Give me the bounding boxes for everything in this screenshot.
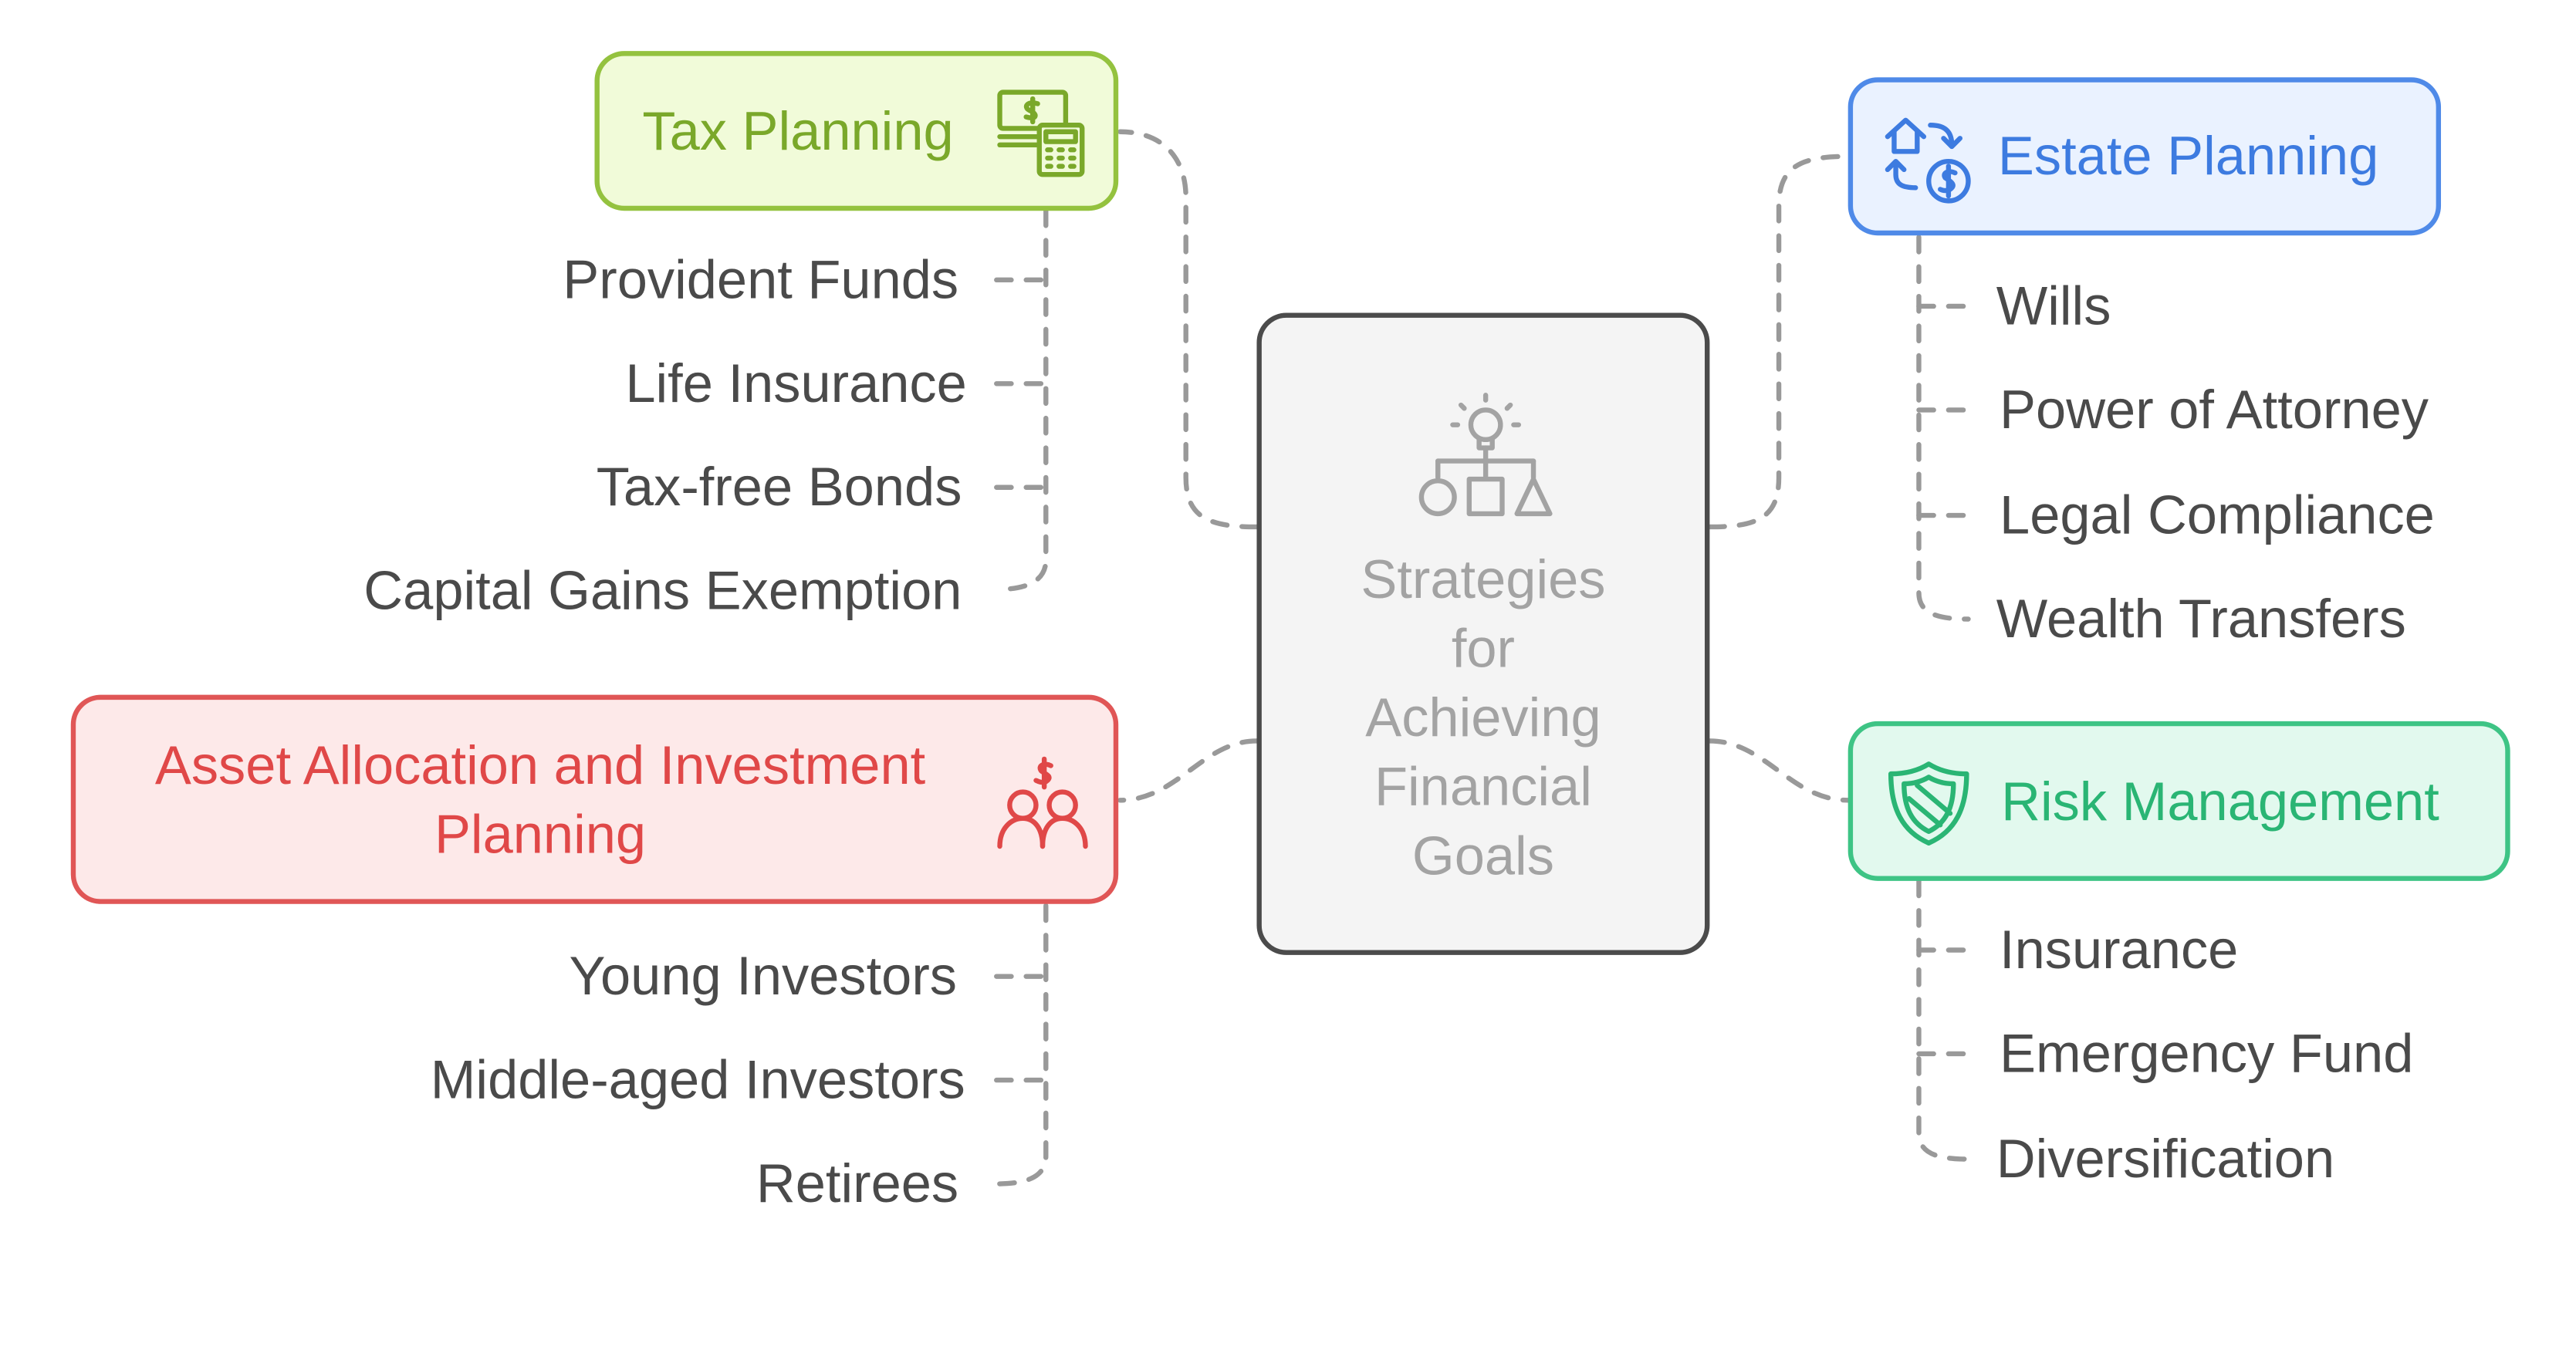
risk-item: Diversification	[1996, 1127, 2335, 1189]
connector-asset-spine	[994, 903, 1049, 1187]
center-title: Strategies for Achieving Financial Goals	[1262, 545, 1705, 890]
estate-planning-node: Estate Planning	[1847, 77, 2442, 236]
strategy-shapes-icon	[1418, 393, 1553, 517]
connector-center-asset	[1117, 738, 1259, 803]
center-node: Strategies for Achieving Financial Goals	[1256, 312, 1710, 955]
risk-management-node: Risk Management	[1847, 721, 2510, 881]
tax-item: Provident Funds	[563, 248, 959, 310]
tax-planning-node: Tax Planning	[594, 51, 1119, 211]
connector-estate-spine	[1916, 235, 1971, 622]
asset-title-line: Planning	[434, 802, 647, 864]
center-title-line: for	[1451, 617, 1516, 679]
asset-allocation-title: Asset Allocation and Investment Planning	[109, 731, 972, 869]
estate-item: Wealth Transfers	[1996, 587, 2406, 649]
connector-risk-spine	[1916, 878, 1971, 1162]
tax-planning-title: Tax Planning	[642, 100, 954, 161]
connector-center-tax	[1117, 129, 1259, 530]
connector-tax-spine	[994, 208, 1049, 592]
asset-allocation-node: Asset Allocation and Investment Planning	[70, 694, 1119, 904]
center-title-line: Goals	[1411, 825, 1554, 886]
asset-item: Young Investors	[569, 945, 958, 1007]
asset-item: Middle-aged Investors	[430, 1048, 965, 1110]
center-title-line: Achieving	[1365, 687, 1601, 748]
cash-calculator-icon	[997, 89, 1085, 177]
asset-title-line: Asset Allocation and Investment	[154, 733, 926, 795]
estate-item: Power of Attorney	[2000, 378, 2429, 440]
house-money-exchange-icon	[1885, 117, 1971, 204]
connector-center-risk	[1707, 738, 1851, 803]
estate-planning-title: Estate Planning	[1997, 125, 2379, 187]
people-money-icon	[997, 756, 1088, 849]
center-title-line: Strategies	[1361, 548, 1606, 609]
center-title-line: Financial	[1374, 755, 1592, 817]
connector-center-estate	[1707, 154, 1851, 530]
risk-item: Insurance	[2000, 918, 2239, 980]
risk-item: Emergency Fund	[2000, 1022, 2414, 1084]
shield-icon	[1888, 761, 1969, 846]
estate-item: Legal Compliance	[2000, 484, 2435, 545]
risk-management-title: Risk Management	[2001, 769, 2439, 831]
asset-item: Retirees	[756, 1153, 959, 1214]
estate-item: Wills	[1996, 275, 2111, 336]
tax-item: Tax-free Bonds	[596, 456, 962, 518]
tax-item: Life Insurance	[625, 352, 967, 414]
tax-item: Capital Gains Exemption	[363, 559, 962, 621]
